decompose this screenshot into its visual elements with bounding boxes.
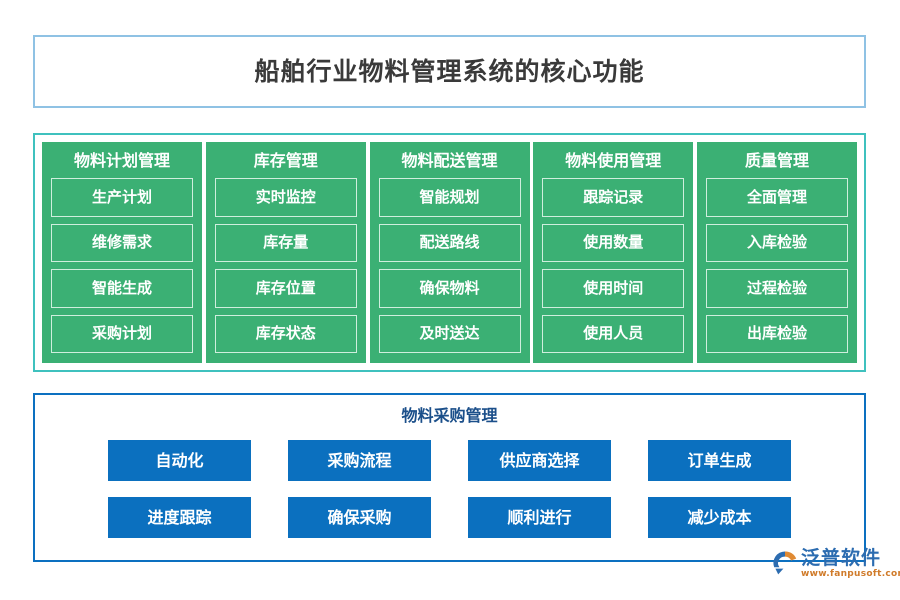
procurement-button-grid: 自动化 采购流程 供应商选择 订单生成 进度跟踪 确保采购 顺利进行 减少成本 xyxy=(35,440,864,538)
procurement-button[interactable]: 减少成本 xyxy=(648,497,791,538)
module-item[interactable]: 采购计划 xyxy=(51,314,193,353)
module-item[interactable]: 全面管理 xyxy=(706,178,848,217)
brand-url: www.fanpusoft.com xyxy=(801,569,900,579)
module-item[interactable]: 智能生成 xyxy=(51,269,193,308)
module-column-usage[interactable]: 物料使用管理 跟踪记录 使用数量 使用时间 使用人员 xyxy=(533,142,694,363)
module-item[interactable]: 库存位置 xyxy=(214,269,357,308)
brand-name: 泛普软件 xyxy=(801,547,882,569)
module-item[interactable]: 确保物料 xyxy=(378,269,521,308)
module-item[interactable]: 智能规划 xyxy=(378,178,521,217)
module-item[interactable]: 配送路线 xyxy=(378,223,521,262)
brand-text: 泛普软件 www.fanpusoft.com xyxy=(801,549,900,579)
module-column-material-planning[interactable]: 物料计划管理 生产计划 维修需求 智能生成 采购计划 xyxy=(42,142,202,363)
procurement-button[interactable]: 进度跟踪 xyxy=(108,497,251,538)
column-title: 质量管理 xyxy=(744,151,809,170)
procurement-button[interactable]: 采购流程 xyxy=(288,440,431,481)
core-modules-section: 泛普软件 FANPU SOFTWARE 物料计划管理 生产计划 维修需求 智能生… xyxy=(33,133,866,372)
procurement-button[interactable]: 订单生成 xyxy=(648,440,791,481)
column-items: 实时监控 库存量 库存位置 库存状态 xyxy=(214,178,357,353)
page-title: 船舶行业物料管理系统的核心功能 xyxy=(254,57,645,86)
column-title: 物料配送管理 xyxy=(401,151,498,170)
column-items: 跟踪记录 使用数量 使用时间 使用人员 xyxy=(542,178,685,353)
module-item[interactable]: 使用人员 xyxy=(542,314,685,353)
module-item[interactable]: 跟踪记录 xyxy=(542,178,685,217)
module-item[interactable]: 出库检验 xyxy=(706,314,848,353)
module-item[interactable]: 维修需求 xyxy=(51,223,193,262)
procurement-button[interactable]: 确保采购 xyxy=(288,497,431,538)
brand-logo: 泛普软件 www.fanpusoft.com xyxy=(772,549,900,579)
procurement-button[interactable]: 供应商选择 xyxy=(468,440,611,481)
module-item[interactable]: 使用时间 xyxy=(542,269,685,308)
procurement-button[interactable]: 顺利进行 xyxy=(468,497,611,538)
title-banner: 船舶行业物料管理系统的核心功能 xyxy=(33,35,866,108)
column-title: 物料计划管理 xyxy=(73,151,170,170)
procurement-button[interactable]: 自动化 xyxy=(108,440,251,481)
module-item[interactable]: 过程检验 xyxy=(706,269,848,308)
column-title: 库存管理 xyxy=(253,151,318,170)
module-item[interactable]: 实时监控 xyxy=(214,178,357,217)
module-column-inventory[interactable]: 库存管理 实时监控 库存量 库存位置 库存状态 xyxy=(205,142,366,363)
column-items: 智能规划 配送路线 确保物料 及时送达 xyxy=(378,178,521,353)
module-item[interactable]: 库存量 xyxy=(214,223,357,262)
procurement-section: 物料采购管理 自动化 采购流程 供应商选择 订单生成 进度跟踪 确保采购 顺利进… xyxy=(33,393,866,562)
column-items: 生产计划 维修需求 智能生成 采购计划 xyxy=(51,178,193,353)
module-item[interactable]: 入库检验 xyxy=(706,223,848,262)
column-title: 物料使用管理 xyxy=(565,151,662,170)
module-item[interactable]: 生产计划 xyxy=(51,178,193,217)
column-items: 全面管理 入库检验 过程检验 出库检验 xyxy=(706,178,848,353)
procurement-title: 物料采购管理 xyxy=(401,406,498,425)
fanpu-logo-icon xyxy=(772,550,798,576)
module-item[interactable]: 使用数量 xyxy=(542,223,685,262)
module-column-distribution[interactable]: 物料配送管理 智能规划 配送路线 确保物料 及时送达 xyxy=(369,142,530,363)
module-item[interactable]: 库存状态 xyxy=(214,314,357,353)
module-item[interactable]: 及时送达 xyxy=(378,314,521,353)
module-column-quality[interactable]: 质量管理 全面管理 入库检验 过程检验 出库检验 xyxy=(697,142,857,363)
